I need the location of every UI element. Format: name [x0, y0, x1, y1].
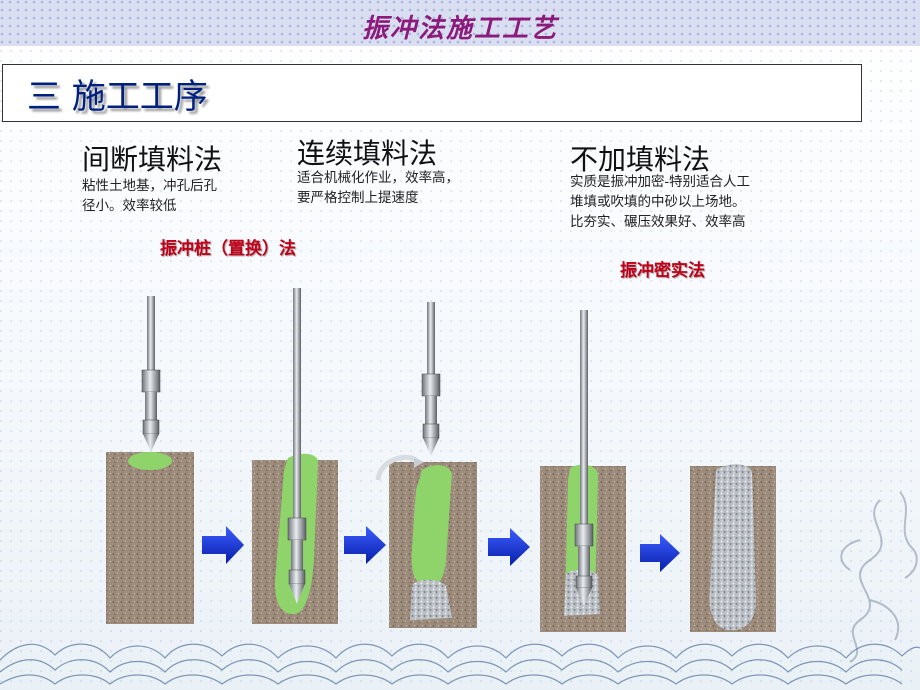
desc-line: 比夯实、碾压效果好、效率高: [570, 214, 746, 230]
vibroprobe-icon: [287, 288, 307, 604]
desc-line: 径小。效率较低: [82, 198, 177, 214]
section-title: 三 施工工序: [27, 77, 208, 117]
method-title-intermittent: 间断填料法: [82, 143, 223, 176]
desc-line: 堆填或吹填的中砂以上场地。: [570, 194, 746, 210]
slide-title: 振冲法施工工艺: [361, 14, 558, 44]
desc-line: 粘性土地基，冲孔后孔: [82, 178, 217, 194]
stage-1: [106, 296, 194, 624]
dragon-decoration: [840, 491, 918, 663]
right-arrow-icon: [488, 528, 530, 566]
method-desc-no-fill: 实质是振冲加密-特别适合人工 堆填或吹填的中砂以上场地。 比夯实、碾压效果好、效…: [570, 172, 750, 232]
desc-line: 适合机械化作业，效率高，: [297, 170, 459, 186]
right-arrow-icon: [344, 526, 386, 564]
gravel-pile: [709, 464, 756, 631]
method-title-no-fill: 不加填料法: [570, 143, 711, 176]
stage-5: [690, 464, 776, 632]
right-arrow-icon: [640, 534, 680, 572]
stage-3: [375, 302, 477, 628]
desc-line: 实质是振冲加密-特别适合人工: [570, 174, 751, 190]
gravel-base: [410, 579, 452, 620]
fill-hole: [128, 452, 172, 470]
vibroprobe-icon: [141, 296, 161, 452]
vibroprobe-icon: [421, 302, 441, 456]
desc-line: 要严格控制上提速度: [297, 190, 419, 206]
label-replacement: 振冲桩（置换）法: [160, 239, 296, 259]
vibroprobe-icon: [574, 310, 594, 606]
method-desc-intermittent: 粘性土地基，冲孔后孔 径小。效率较低: [82, 176, 217, 216]
method-desc-continuous: 适合机械化作业，效率高， 要严格控制上提速度: [297, 168, 459, 208]
wave-decoration: [0, 643, 920, 685]
label-densification: 振冲密实法: [620, 261, 705, 281]
section-box: 三 施工工序: [2, 64, 862, 122]
stage-4: [540, 310, 626, 632]
right-arrow-icon: [202, 526, 244, 564]
header-band: [0, 0, 920, 46]
stage-2: [252, 288, 338, 624]
fill-column: [411, 465, 452, 587]
soil-block: [106, 452, 194, 624]
method-title-continuous: 连续填料法: [297, 137, 438, 170]
